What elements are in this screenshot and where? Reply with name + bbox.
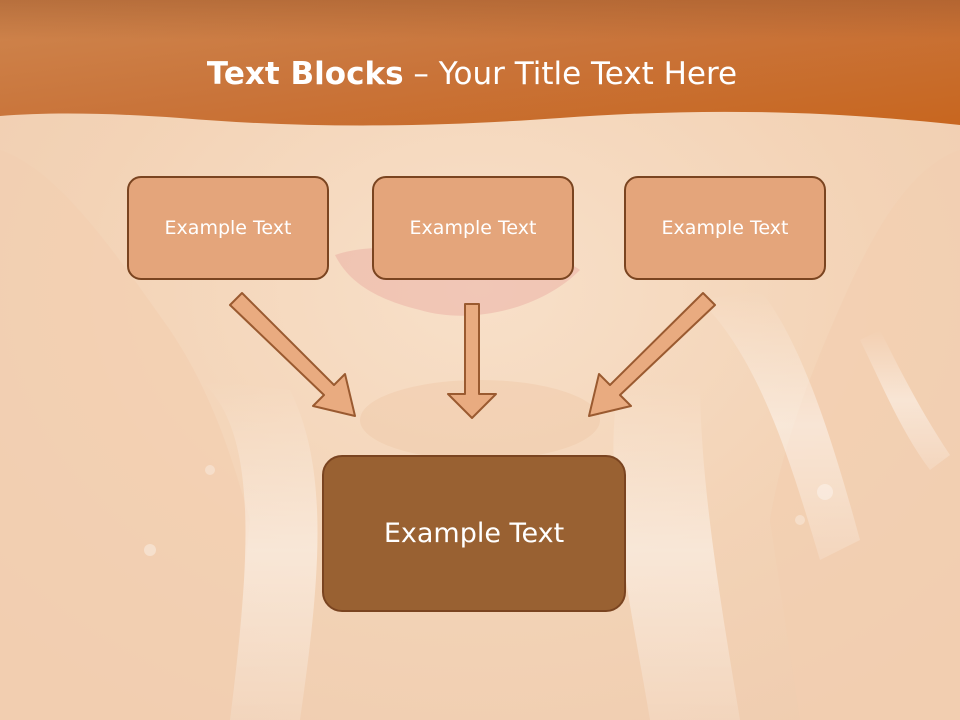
text-block-result[interactable]: Example Text (322, 455, 626, 612)
title-bold: Text Blocks (206, 56, 404, 92)
title-separator: – (403, 56, 439, 92)
arrow-center-icon (447, 303, 497, 419)
title-text: Your Title Text Here (438, 56, 738, 92)
arrow-left-icon (229, 292, 356, 417)
slide-title: Text Blocks – Your Title Text Here (0, 52, 944, 96)
text-block-2[interactable]: Example Text (372, 176, 574, 280)
text-block-3[interactable]: Example Text (624, 176, 826, 280)
arrow-right-icon (588, 292, 716, 417)
header-band (0, 0, 960, 126)
text-block-1[interactable]: Example Text (127, 176, 329, 280)
